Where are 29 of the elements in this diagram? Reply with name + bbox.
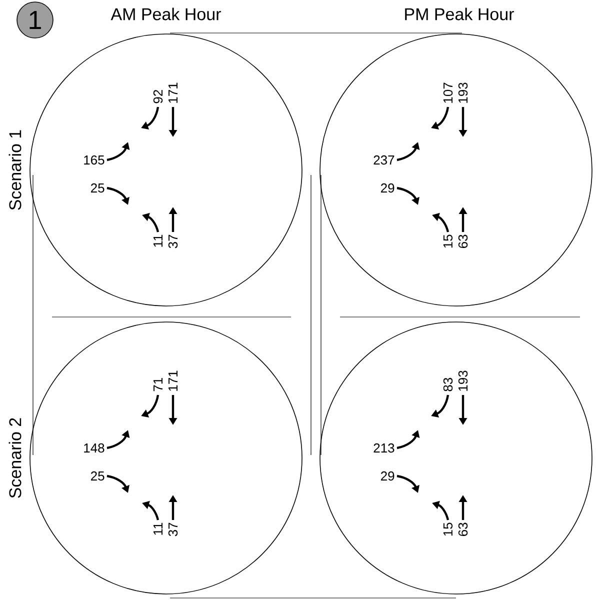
volume-label: 29 [381,183,394,193]
volume-label: 165 [84,155,104,165]
volume-label: 25 [91,183,104,193]
volume-label: 15 [443,522,453,536]
volume-label: 171 [168,82,178,103]
volume-label: 29 [381,471,394,481]
volume-label: 11 [154,234,162,247]
intersection-circle [30,34,302,306]
volume-label: 193 [458,82,468,103]
intersection-circle [30,322,302,594]
intersection-circle [320,322,592,594]
volume-label: 63 [458,234,468,248]
volume-label: 213 [374,443,394,453]
volume-label: 25 [91,471,104,481]
volume-label: 92 [153,90,163,104]
volume-label: 237 [374,155,394,165]
volume-label: 15 [443,234,453,248]
number-badge: 1 [16,2,54,38]
volume-label: 171 [168,370,178,391]
volume-label: 37 [168,234,178,248]
volume-label: 148 [84,443,104,453]
volume-label: 83 [443,378,453,392]
volume-label: 193 [458,370,468,391]
volume-label: 107 [443,82,453,103]
volume-label: 63 [458,522,468,536]
volume-label: 37 [168,522,178,536]
volume-label: 11 [154,522,162,535]
intersection-circle [320,34,592,306]
volume-label: 71 [154,378,162,392]
